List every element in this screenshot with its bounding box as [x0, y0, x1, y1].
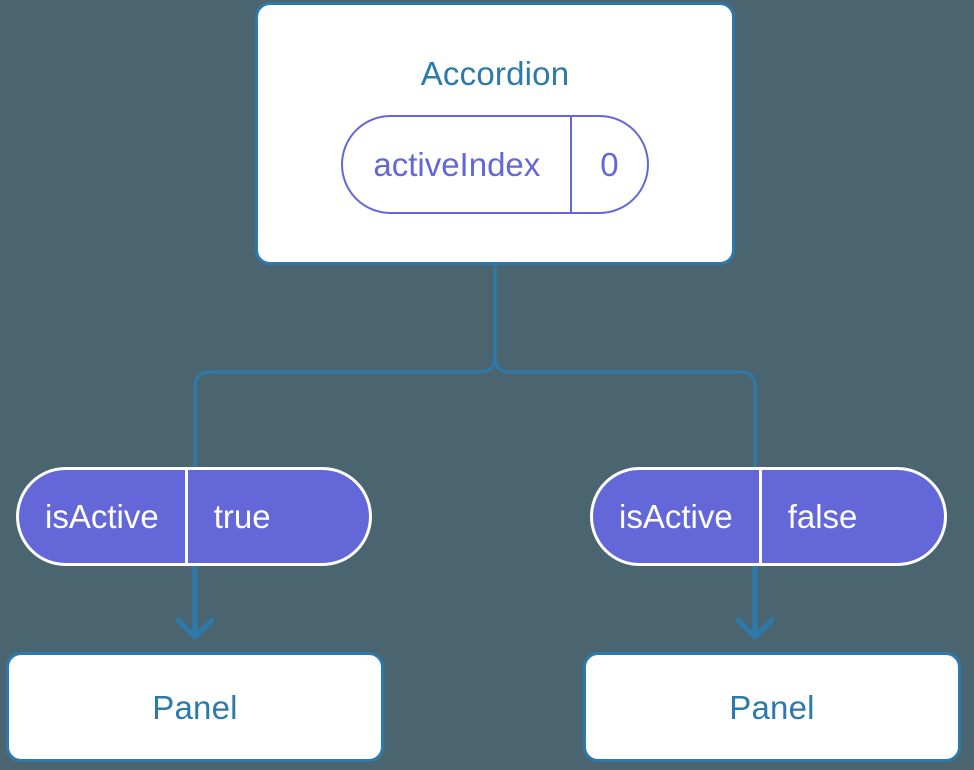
component-node-panel-left[interactable]: Panel — [6, 652, 384, 762]
component-node-panel-right[interactable]: Panel — [583, 652, 961, 762]
prop-pill-is-active-true[interactable]: isActive true — [16, 467, 372, 566]
component-title-panel: Panel — [152, 688, 238, 726]
prop-pill-key: isActive — [593, 470, 762, 563]
component-node-accordion[interactable]: Accordion activeIndex 0 — [255, 2, 735, 265]
component-title-panel: Panel — [729, 688, 815, 726]
tree-connector-path — [193, 263, 757, 469]
arrow-down-icon-right — [735, 563, 775, 640]
component-title-accordion: Accordion — [420, 55, 570, 92]
prop-pill-is-active-false[interactable]: isActive false — [590, 467, 947, 566]
state-pill-key: activeIndex — [343, 117, 573, 212]
state-pill-value: 0 — [600, 146, 619, 183]
arrow-down-icon-left — [175, 563, 215, 640]
state-pill-active-index[interactable]: activeIndex 0 — [341, 115, 649, 214]
prop-pill-value: true — [213, 498, 271, 535]
prop-pill-key: isActive — [19, 470, 188, 563]
prop-pill-value: false — [787, 498, 858, 535]
